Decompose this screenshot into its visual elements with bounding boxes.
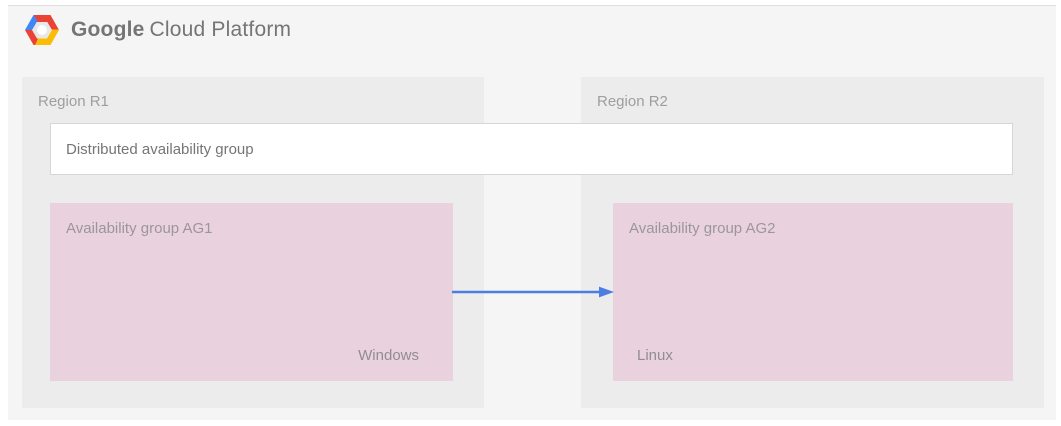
region-r2-label: Region R2 xyxy=(597,93,668,110)
region-r1-label: Region R1 xyxy=(38,93,109,110)
distributed-availability-group-box: Distributed availability group xyxy=(50,123,1013,175)
availability-group-ag2-box: Availability group AG2 Linux xyxy=(613,203,1013,381)
ag1-os-windows-label: Windows xyxy=(358,347,419,364)
availability-group-ag1-label: Availability group AG1 xyxy=(66,220,213,237)
availability-group-ag1-box: Availability group AG1 Windows xyxy=(50,203,453,381)
logo-google-word: Google xyxy=(71,18,145,41)
availability-group-ag2-label: Availability group AG2 xyxy=(629,220,776,237)
logo-cloud-platform-word: Cloud Platform xyxy=(149,18,292,41)
distributed-availability-group-label: Distributed availability group xyxy=(66,140,254,158)
replication-arrow-icon xyxy=(452,286,614,298)
gcp-hexagon-logo-icon xyxy=(25,15,59,45)
gcp-hexagon-dot xyxy=(37,25,47,35)
ag2-os-linux-label: Linux xyxy=(637,347,673,364)
